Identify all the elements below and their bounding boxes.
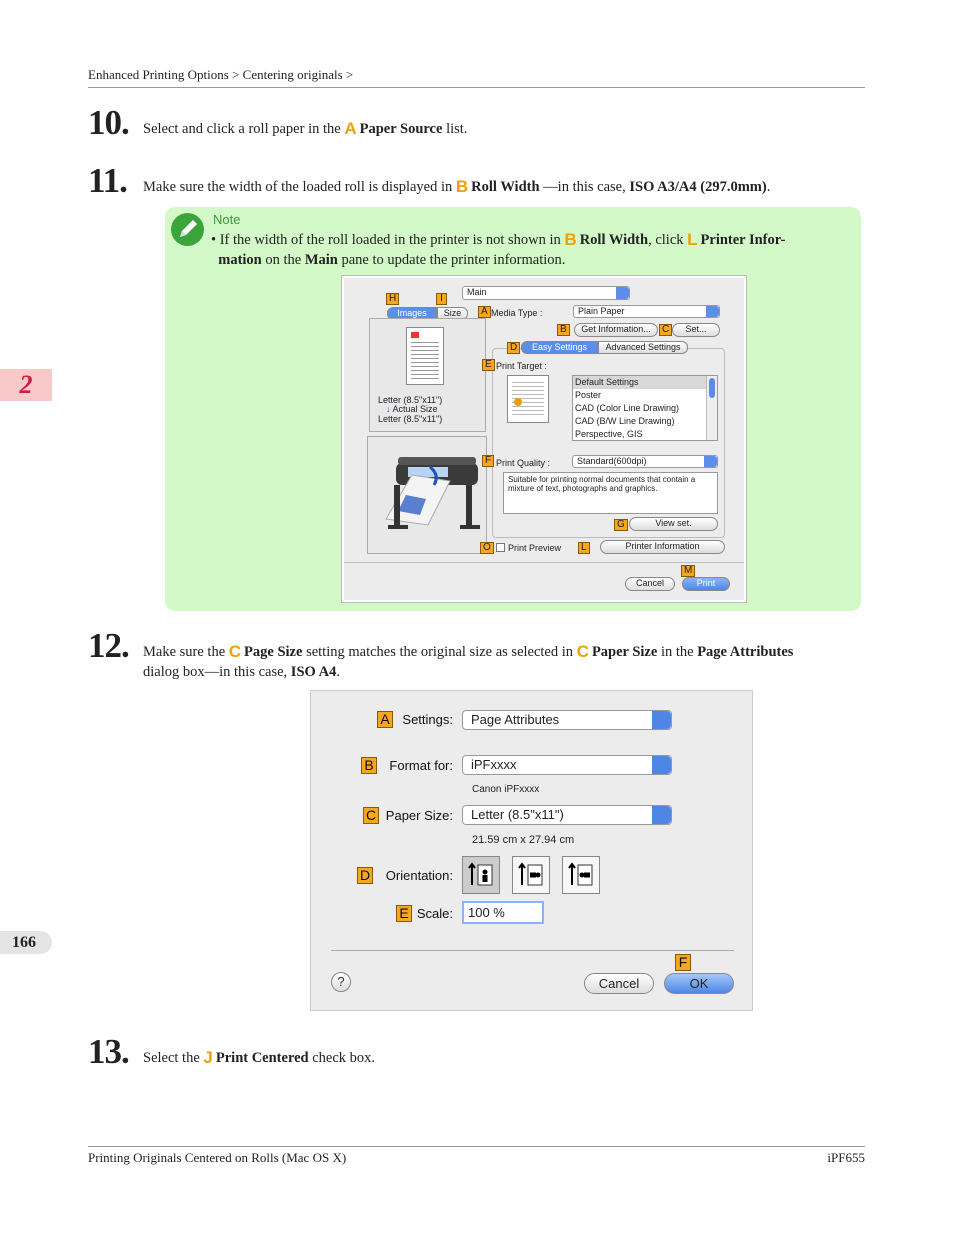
tab-advanced-settings[interactable]: Advanced Settings bbox=[598, 341, 688, 354]
tab-easy-settings[interactable]: Easy Settings bbox=[521, 341, 598, 354]
label-b: B bbox=[557, 324, 570, 336]
print-target-list[interactable]: Default Settings Poster CAD (Color Line … bbox=[572, 375, 718, 441]
view-set-button[interactable]: View set. bbox=[629, 517, 718, 531]
list-item[interactable]: Poster bbox=[575, 390, 602, 400]
footer-rule bbox=[88, 1146, 865, 1147]
label-e: E bbox=[482, 359, 495, 371]
label-c: C bbox=[659, 324, 673, 336]
step-number: 10. bbox=[88, 103, 130, 142]
breadcrumb: Enhanced Printing Options > Centering or… bbox=[88, 67, 354, 82]
output-size-text: Letter (8.5"x11") bbox=[378, 414, 443, 424]
format-sub: Canon iPFxxxx bbox=[472, 784, 540, 795]
callout-tag: C bbox=[576, 642, 589, 661]
label-o: O bbox=[480, 542, 494, 554]
note-text: • If the width of the roll loaded in the… bbox=[211, 230, 786, 268]
divider bbox=[344, 562, 744, 563]
media-type-label: Media Type : bbox=[491, 308, 543, 318]
paper-size-text: Letter (8.5"x11") bbox=[378, 395, 443, 405]
label-g: G bbox=[614, 519, 628, 531]
callout-tag: J bbox=[203, 1048, 213, 1067]
footer-title: Printing Originals Centered on Rolls (Ma… bbox=[88, 1150, 347, 1165]
header-rule bbox=[88, 87, 865, 88]
format-for-select[interactable]: iPFxxxx bbox=[462, 755, 672, 775]
note-label: Note bbox=[213, 212, 241, 227]
print-button[interactable]: Print bbox=[682, 577, 730, 591]
orientation-landscape-left-button[interactable] bbox=[512, 856, 550, 894]
label-a: A bbox=[478, 306, 491, 318]
quality-description: Suitable for printing normal documents t… bbox=[503, 472, 718, 514]
orientation-landscape-right-button[interactable] bbox=[562, 856, 600, 894]
format-for-label: Format for: bbox=[389, 758, 453, 773]
label-l: L bbox=[578, 542, 590, 554]
label-c: C bbox=[363, 807, 379, 824]
callout-tag: L bbox=[687, 230, 698, 249]
callout-tag: C bbox=[228, 642, 242, 661]
cancel-button[interactable]: Cancel bbox=[625, 577, 675, 591]
label-d: D bbox=[357, 867, 373, 884]
label-h: H bbox=[386, 293, 400, 305]
page-preview bbox=[406, 327, 444, 385]
print-preview-label: Print Preview bbox=[508, 543, 562, 553]
step-text: Make sure the width of the loaded roll i… bbox=[143, 177, 771, 196]
print-preview-checkbox[interactable] bbox=[496, 543, 505, 552]
paper-size-select[interactable]: Letter (8.5"x11") bbox=[462, 805, 672, 825]
step-number: 13. bbox=[88, 1032, 130, 1071]
label-m: M bbox=[681, 565, 696, 577]
footer-model: iPF655 bbox=[827, 1150, 865, 1165]
callout-tag: B bbox=[455, 177, 469, 196]
pane-select[interactable]: Main bbox=[462, 286, 630, 300]
actual-size-text: ↓ Actual Size bbox=[386, 404, 438, 414]
list-item[interactable]: Perspective, GIS bbox=[575, 429, 643, 439]
print-quality-label: Print Quality : bbox=[496, 458, 551, 468]
step-number: 11. bbox=[88, 161, 128, 200]
list-item[interactable]: Default Settings bbox=[573, 376, 717, 389]
pencil-icon bbox=[171, 213, 204, 246]
printer-image bbox=[367, 436, 487, 554]
paper-size-label: Paper Size: bbox=[385, 808, 453, 823]
set-button[interactable]: Set... bbox=[672, 323, 720, 337]
label-b: B bbox=[361, 757, 377, 774]
cancel-button[interactable]: Cancel bbox=[584, 973, 654, 994]
orientation-portrait-button[interactable] bbox=[462, 856, 500, 894]
list-scrollbar[interactable] bbox=[706, 376, 717, 440]
settings-select[interactable]: Page Attributes bbox=[462, 710, 672, 730]
label-a: A bbox=[377, 711, 393, 728]
page-number: 166 bbox=[0, 931, 52, 954]
label-f: F bbox=[482, 455, 495, 467]
paper-size-sub: 21.59 cm x 27.94 cm bbox=[472, 834, 575, 846]
label-i: I bbox=[436, 293, 447, 305]
scale-input[interactable]: 100 % bbox=[462, 901, 544, 924]
label-f: F bbox=[675, 954, 691, 971]
settings-label: Settings: bbox=[402, 712, 453, 727]
ok-button[interactable]: OK bbox=[664, 973, 734, 994]
page-setup-dialog: A Settings: Page Attributes B Format for… bbox=[310, 690, 753, 1011]
divider bbox=[331, 950, 734, 951]
scale-label: Scale: bbox=[416, 906, 453, 921]
print-target-label: Print Target : bbox=[496, 361, 547, 371]
step-number: 12. bbox=[88, 626, 130, 665]
printer-information-button[interactable]: Printer Information bbox=[600, 540, 725, 554]
callout-tag: A bbox=[344, 119, 357, 138]
orientation-label: Orientation: bbox=[385, 868, 453, 883]
chapter-tab: 2 bbox=[0, 369, 52, 401]
label-e: E bbox=[396, 905, 412, 922]
list-item[interactable]: CAD (Color Line Drawing) bbox=[575, 403, 680, 413]
label-d: D bbox=[507, 342, 521, 354]
get-information-button[interactable]: Get Information... bbox=[574, 323, 658, 337]
print-quality-select[interactable]: Standard(600dpi) bbox=[572, 455, 718, 468]
list-item[interactable]: CAD (B/W Line Drawing) bbox=[575, 416, 675, 426]
help-button[interactable]: ? bbox=[331, 972, 351, 992]
target-thumbnail bbox=[507, 375, 549, 423]
print-dialog-main: Main H I Images Size Letter (8.5"x11") ↓… bbox=[342, 276, 746, 602]
callout-tag: B bbox=[564, 230, 577, 249]
preview-area: Letter (8.5"x11") ↓ Actual Size Letter (… bbox=[369, 318, 486, 432]
media-type-select[interactable]: Plain Paper bbox=[573, 305, 720, 318]
